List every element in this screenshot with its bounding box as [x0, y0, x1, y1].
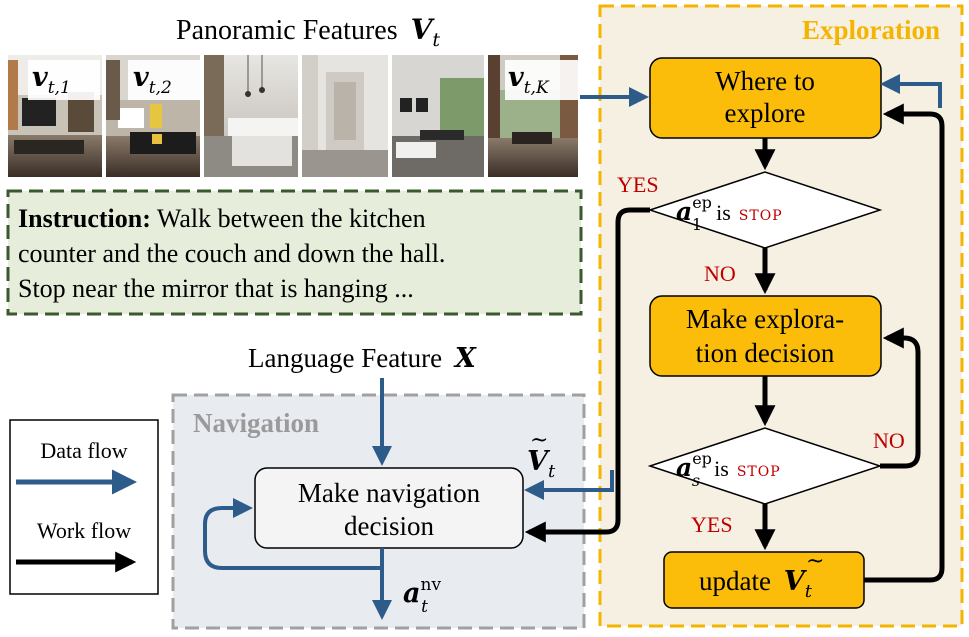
view-label-1: vt,1 [32, 62, 71, 98]
panorama-view-3 [204, 55, 298, 177]
arrow-update-to-where-blue [880, 74, 942, 108]
arrow-exploration-to-navigation [524, 470, 614, 500]
instruction-line-1: Instruction: Walk between the kitchen [18, 204, 426, 233]
where-to-explore-line-1: Where to [715, 66, 815, 96]
make-exploration-line-2: tion decision [696, 338, 835, 368]
where-to-explore-line-2: explore [725, 98, 806, 128]
navigation-title: Navigation [193, 408, 319, 438]
view-label-k-bg [505, 60, 578, 100]
yes-label-1: YES [617, 172, 659, 197]
arrow-update-to-where [864, 103, 945, 583]
no-label-2: NO [873, 428, 905, 453]
make-navigation-decision-box [254, 467, 524, 549]
arrow-decision1-yes-to-navigation [524, 207, 650, 543]
make-exploration-line-1: Make explora- [686, 304, 844, 334]
panorama-view-4 [302, 55, 388, 177]
arrow-navigation-loop [203, 498, 382, 570]
panorama-view-5 [392, 55, 484, 177]
make-navigation-line-1: Make navigation [298, 478, 481, 508]
stop-decision-1 [647, 171, 883, 249]
yes-label-2: YES [691, 512, 733, 537]
view-label-2-bg [128, 60, 200, 100]
language-feature-label: Language Feature X [248, 343, 477, 374]
update-label: update Vt [699, 566, 813, 602]
arrow-decision2-no-loop [880, 327, 921, 469]
update-tilde: ~ [806, 549, 824, 574]
view-label-1-bg [28, 60, 100, 100]
view-label-2: vt,2 [133, 62, 172, 98]
legend-data-flow-label: Data flow [40, 438, 127, 463]
navigation-input-tilde: ~ [530, 428, 548, 453]
exploration-title: Exploration [802, 15, 940, 45]
view-label-k: vt,K [508, 62, 550, 98]
instruction-line-3: Stop near the mirror that is hanging ... [18, 274, 414, 303]
panorama-title: Panoramic Features Vt [176, 13, 440, 51]
legend-work-flow-label: Work flow [37, 518, 131, 543]
make-navigation-line-2: decision [344, 511, 434, 541]
instruction-box [6, 189, 583, 316]
instruction-line-2: counter and the couch and down the hall. [18, 239, 445, 268]
navigation-input-label: Vt [527, 446, 556, 482]
no-label-1: NO [704, 261, 736, 286]
